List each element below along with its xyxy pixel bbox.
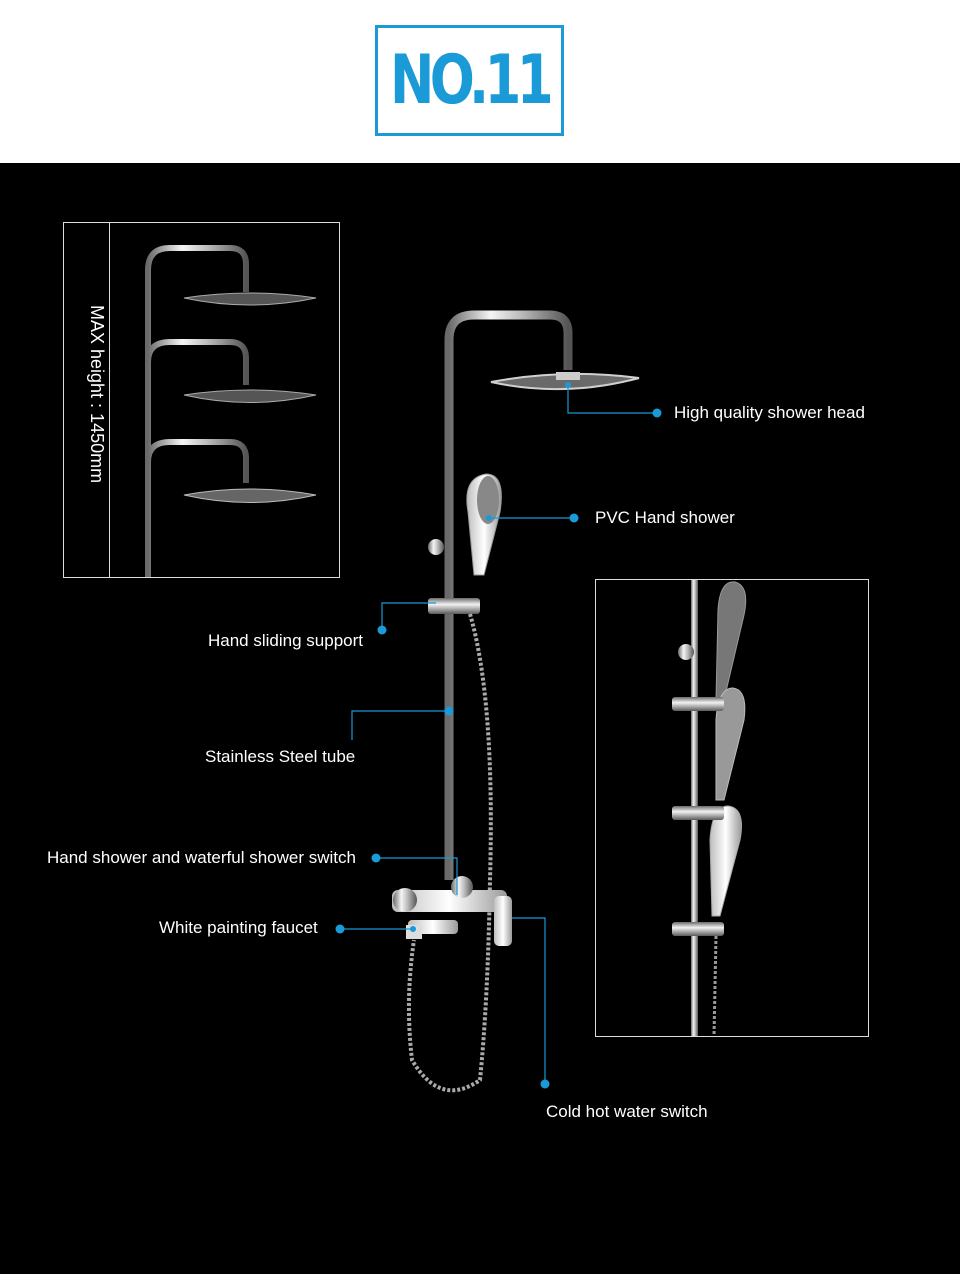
sliding-support-illustration: [672, 580, 747, 1037]
product-diagram-panel: [0, 163, 960, 1274]
callout-dots: [335, 382, 662, 1089]
height-variant-illustration: [145, 245, 317, 578]
shower-column: [392, 310, 640, 1093]
callout-faucet: White painting faucet: [159, 918, 318, 937]
sliding-support-frame: [595, 579, 869, 1037]
callout-lines: [340, 385, 657, 1083]
callout-cold-hot-switch: Cold hot water switch: [546, 1102, 708, 1121]
frame-divider: [109, 222, 110, 578]
callout-hand-shower: PVC Hand shower: [595, 508, 735, 527]
max-height-frame: [63, 222, 340, 578]
callout-switch: Hand shower and waterful shower switch: [47, 848, 356, 867]
callout-shower-head: High quality shower head: [674, 403, 865, 422]
header-banner: NO.11: [0, 0, 960, 163]
callout-sliding-support: Hand sliding support: [208, 631, 363, 650]
logo-text: NO.11: [390, 41, 554, 120]
callout-steel-tube: Stainless Steel tube: [205, 747, 356, 766]
logo: NO.11: [375, 25, 564, 136]
max-height-label: MAX height : 1450mm: [87, 305, 107, 484]
